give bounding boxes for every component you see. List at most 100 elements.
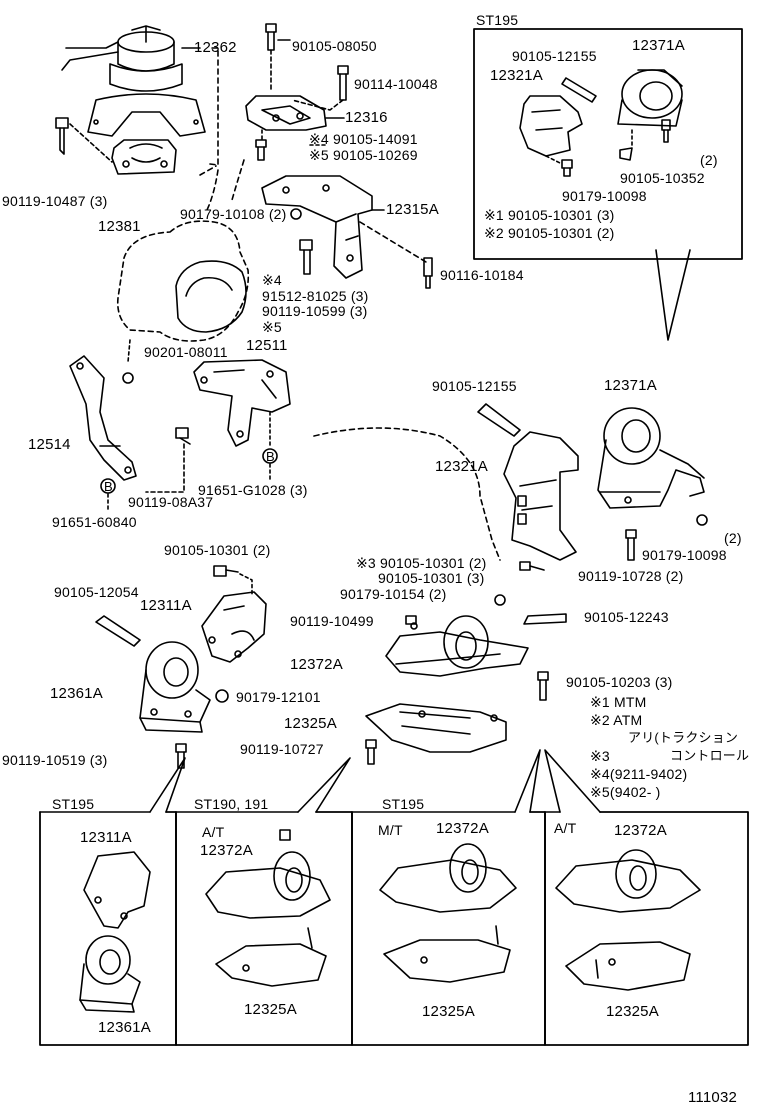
legend-note1: ※1 MTM [590, 694, 647, 710]
panel3-12372A [379, 843, 517, 913]
legend-note2: ※2 ATM [590, 712, 643, 728]
label-90105-14091: ※4 90105-14091 [309, 131, 418, 147]
label-st195-qty2: (2) [700, 152, 718, 168]
panel3-title: ST195 [382, 796, 425, 812]
panel4-12325A [565, 941, 691, 991]
label-st195-note1: ※1 90105-10301 (3) [484, 207, 615, 223]
label-note5: ※5 [262, 319, 282, 335]
label-90119-10599: 90119-10599 (3) [262, 303, 368, 319]
mount-12361A [139, 641, 211, 733]
panel1-12361A [79, 935, 141, 1013]
legend-note2-line3: コントロール [670, 748, 750, 763]
bolt-90114-10048 [337, 65, 349, 101]
label-90105-12243: 90105-12243 [584, 609, 669, 625]
label-st195-inset: ST195 [476, 12, 519, 28]
panel4-at: A/T [554, 820, 577, 836]
label-91512-81025: 91512-81025 (3) [262, 288, 369, 304]
label-90105-10203: 90105-10203 (3) [566, 674, 673, 690]
label-90105-12054: 90105-12054 [54, 584, 139, 600]
label-90119-10727: 90119-10727 [240, 741, 324, 757]
nut-90179-10098 [696, 514, 708, 526]
label-st195-90179-10098: 90179-10098 [562, 188, 647, 204]
bottom-panel-1 [39, 811, 177, 1046]
label-90179-10108: 90179-10108 (2) [180, 206, 287, 222]
label-90119-10519: 90119-10519 (3) [2, 752, 108, 768]
st195-bolt-90105-10301 [561, 159, 573, 177]
bolt-91512-81025 [299, 239, 313, 275]
panel2-12372A [205, 829, 331, 919]
legend-note4: ※4(9211-9402) [590, 766, 688, 782]
panel1-label-12311A: 12311A [80, 829, 132, 846]
bolt-90119-10487 [55, 117, 69, 155]
label-12311A: 12311A [140, 597, 192, 614]
label-90179-12101: 90179-12101 [236, 689, 321, 705]
label-st195-note2: ※2 90105-10301 (2) [484, 225, 615, 241]
legend-note3: ※3 [590, 748, 610, 764]
label-qty2: (2) [724, 530, 742, 546]
panel1-title: ST195 [52, 796, 95, 812]
panel3-label-12325A: 12325A [422, 1003, 475, 1020]
label-90119-10499: 90119-10499 [290, 613, 374, 629]
nut-90179-12101 [215, 689, 229, 703]
label-90105-10269: ※5 90105-10269 [309, 147, 418, 163]
st195-inset-pointer [655, 249, 691, 341]
arm-12514 [69, 355, 137, 481]
panel1-12311A [83, 851, 151, 929]
engine-cover [175, 260, 247, 333]
st195-inset-box [473, 28, 743, 260]
label-st195-12371A: 12371A [632, 37, 685, 54]
label-91651-G1028: 91651-G1028 (3) [198, 482, 308, 498]
panel2-title: ST190, 191 [194, 796, 269, 812]
bolt-90105-14091 [255, 139, 267, 161]
label-b2: B [266, 449, 275, 464]
label-st195-90105-10352: 90105-10352 [620, 170, 705, 186]
label-90105-08050: 90105-08050 [292, 38, 377, 54]
label-12361A: 12361A [50, 685, 103, 702]
label-90119-10728: 90119-10728 (2) [578, 568, 684, 584]
bolt-90105-10203 [537, 671, 549, 701]
label-90116-10184: 90116-10184 [440, 267, 524, 283]
bolt-90119-10519 [175, 743, 187, 769]
bolt-90105-12155 [477, 403, 521, 437]
label-90119-10487: 90119-10487 (3) [2, 193, 108, 209]
panel4-label-12325A: 12325A [606, 1003, 659, 1020]
label-90105-10301-3: 90105-10301 (3) [378, 570, 485, 586]
label-91651-60840: 91651-60840 [52, 514, 137, 530]
bracket-12315A [261, 175, 373, 279]
panel3-12325A [383, 925, 511, 983]
mount-12372A [385, 615, 529, 677]
stud-90116-10184 [423, 257, 433, 289]
label-12315A: 12315A [386, 201, 439, 218]
label-90114-10048: 90114-10048 [354, 76, 438, 92]
label-st195-12321A: 12321A [490, 67, 543, 84]
label-90105-10301-n3: ※3 90105-10301 (2) [356, 555, 487, 571]
label-12371A: 12371A [604, 377, 657, 394]
nut-90201-08011 [122, 372, 134, 384]
bolt-90119-10499 [405, 615, 417, 625]
bolt-90105-10301 [519, 561, 545, 571]
nut-90179-10154 [494, 594, 506, 606]
panel4-label-12372A: 12372A [614, 822, 667, 839]
panel3-label-12372A: 12372A [436, 820, 489, 837]
bolt-90105-10301-top [213, 565, 239, 577]
panel3-mt: M/T [378, 822, 403, 838]
legend-note5: ※5(9402- ) [590, 784, 661, 800]
bracket-12381 [111, 139, 177, 175]
label-12362: 12362 [194, 39, 237, 56]
bracket-12311A [201, 591, 267, 663]
label-12316: 12316 [345, 109, 388, 126]
bolt-90119-10728 [625, 529, 637, 561]
st195-12321A [519, 95, 583, 157]
panel2-label-12325A: 12325A [244, 1001, 297, 1018]
label-note4: ※4 [262, 272, 282, 288]
legend-note2-line2: アリ(トラクション [628, 730, 739, 745]
bolt-90119-08A37 [175, 427, 191, 445]
bracket-12511 [193, 359, 291, 447]
panel1-label-12361A: 12361A [98, 1019, 151, 1036]
label-st195-90105-12155: 90105-12155 [512, 48, 597, 64]
collar-b1 [100, 478, 116, 494]
label-12321A: 12321A [435, 458, 488, 475]
bracket-12321A [503, 431, 579, 561]
engine-block [116, 159, 250, 342]
label-12325A: 12325A [284, 715, 337, 732]
